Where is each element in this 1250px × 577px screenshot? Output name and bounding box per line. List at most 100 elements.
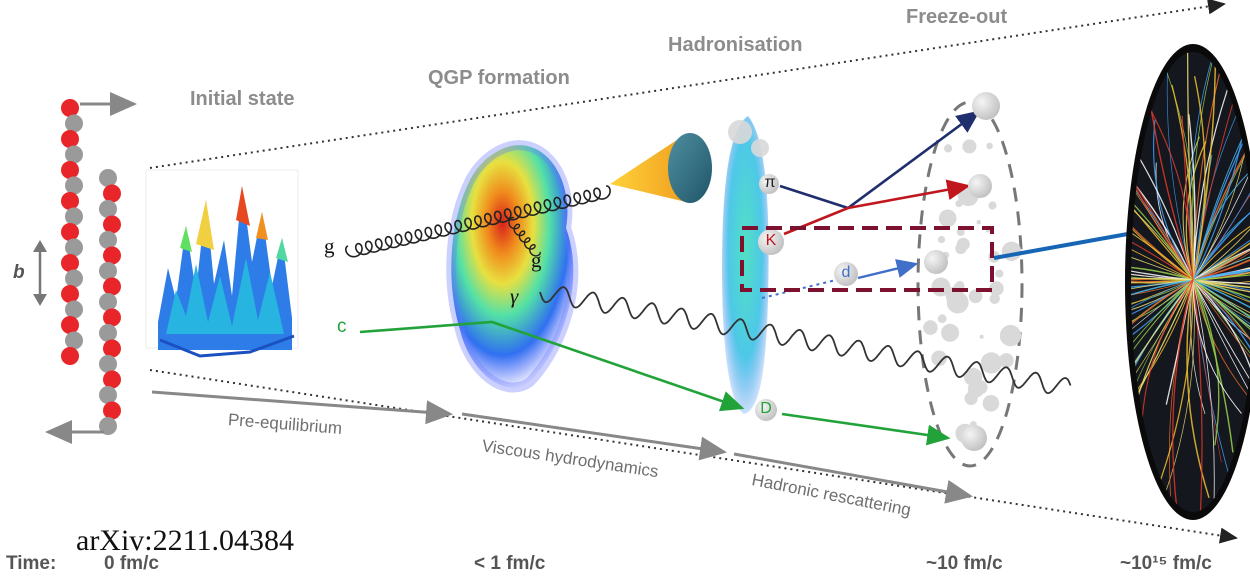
label-charm: c: [337, 316, 347, 337]
detector-track: [1192, 279, 1250, 510]
label-gluon-out: g: [531, 248, 542, 272]
label-kaon: K: [765, 232, 777, 249]
detector-track: [1131, 199, 1194, 281]
jet-cone: [610, 133, 712, 203]
detector-track: [1131, 279, 1194, 287]
label-d-meson: D: [760, 400, 772, 417]
label-pion: π: [764, 174, 776, 191]
detector-track: [1192, 279, 1220, 446]
detector-track: [1192, 279, 1250, 419]
funnel-outline: [149, 0, 1238, 544]
detector-track: [1192, 214, 1250, 281]
detector-track: [1131, 244, 1194, 281]
freeze-out-particle: [944, 144, 953, 153]
detector-track: [1131, 153, 1194, 281]
photon-path: [539, 286, 1072, 395]
charm-track: [359, 320, 987, 451]
detector-track: [1131, 172, 1194, 281]
detector-track: [1131, 279, 1194, 310]
nucleon: [61, 223, 79, 241]
freeze-out-particle: [1003, 359, 1012, 368]
nucleon: [65, 176, 83, 195]
detector-track: [1131, 65, 1194, 281]
freeze-out-particle: [982, 395, 1000, 412]
detector-track: [1192, 279, 1250, 387]
detector-track: [1192, 279, 1250, 418]
detector-track: [1191, 52, 1228, 281]
detector-track: [1172, 279, 1194, 512]
freeze-out-ellipse: [916, 100, 1024, 468]
nucleon: [103, 184, 121, 203]
nucleon: [65, 114, 83, 133]
nucleon: [103, 246, 121, 265]
detector-event-display: [1125, 44, 1250, 520]
detector-track: [1192, 76, 1206, 281]
freeze-out-particle: [938, 209, 957, 228]
detector-track: [1192, 216, 1250, 281]
reference-label: arXiv:2211.04384: [76, 524, 295, 557]
nucleus-left: [61, 99, 83, 365]
detector-track: [1131, 279, 1194, 339]
nucleon: [61, 161, 79, 179]
nucleon: [61, 254, 79, 272]
nucleon: [61, 99, 79, 117]
detector-track: [1192, 279, 1250, 466]
timeline-t3: ~10¹⁵ fm/c: [1120, 553, 1212, 574]
highlight-box: [740, 226, 994, 292]
nucleon: [65, 207, 83, 226]
nucleon: [99, 262, 117, 280]
detector-track: [1192, 279, 1250, 292]
freeze-out-particle: [963, 367, 983, 386]
detector-track: [1131, 277, 1194, 290]
detector-track: [1192, 262, 1250, 281]
detector-track: [1131, 279, 1194, 410]
detector-track: [1192, 279, 1250, 443]
detector-track: [1192, 209, 1250, 281]
freeze-out-particle: [999, 324, 1022, 347]
gluon-path: [344, 185, 611, 258]
detector-track: [1192, 279, 1242, 414]
label-gluon-in: g: [324, 234, 335, 258]
freeze-out-particle: [976, 219, 982, 225]
nucleus-right: [99, 169, 121, 435]
label-photon: γ: [510, 284, 519, 308]
detector-track: [1192, 188, 1250, 281]
nucleon: [103, 277, 121, 296]
detector-track: [1131, 52, 1194, 281]
detector-track: [1192, 203, 1250, 281]
hadronisation-sheet: [722, 116, 769, 414]
nucleon: [61, 347, 79, 365]
detector-track: [1192, 189, 1250, 281]
detector-track: [1131, 279, 1194, 316]
detector-track: [1192, 122, 1250, 281]
nucleon: [65, 269, 83, 288]
nucleon: [61, 130, 79, 148]
hadron-tracks: [758, 92, 1000, 299]
freeze-out-particle: [968, 289, 983, 304]
nucleon: [103, 401, 121, 420]
detector-track: [1192, 279, 1250, 295]
timeline-t1: < 1 fm/c: [474, 553, 546, 574]
detector-track: [1192, 70, 1250, 281]
detector-track: [1141, 279, 1194, 418]
detector-track: [1192, 279, 1250, 428]
detector-track: [1131, 265, 1194, 281]
nucleon: [65, 238, 83, 257]
nucleon: [61, 285, 79, 303]
detector-track: [1131, 123, 1194, 281]
detector-track: [1131, 279, 1194, 340]
nucleon: [65, 300, 83, 319]
detector-track: [1131, 145, 1194, 281]
stage-title-freeze-out: Freeze-out: [906, 6, 1008, 28]
detector-track: [1192, 174, 1250, 281]
detector-track: [1192, 279, 1222, 463]
qgp-blob: [446, 140, 579, 393]
nucleon: [99, 169, 117, 187]
freeze-out-particle: [955, 242, 967, 255]
detector-track: [1171, 84, 1194, 281]
detector-track: [1192, 279, 1215, 512]
impact-parameter-arrow: [33, 240, 47, 306]
nucleus-arrows: [45, 92, 137, 444]
